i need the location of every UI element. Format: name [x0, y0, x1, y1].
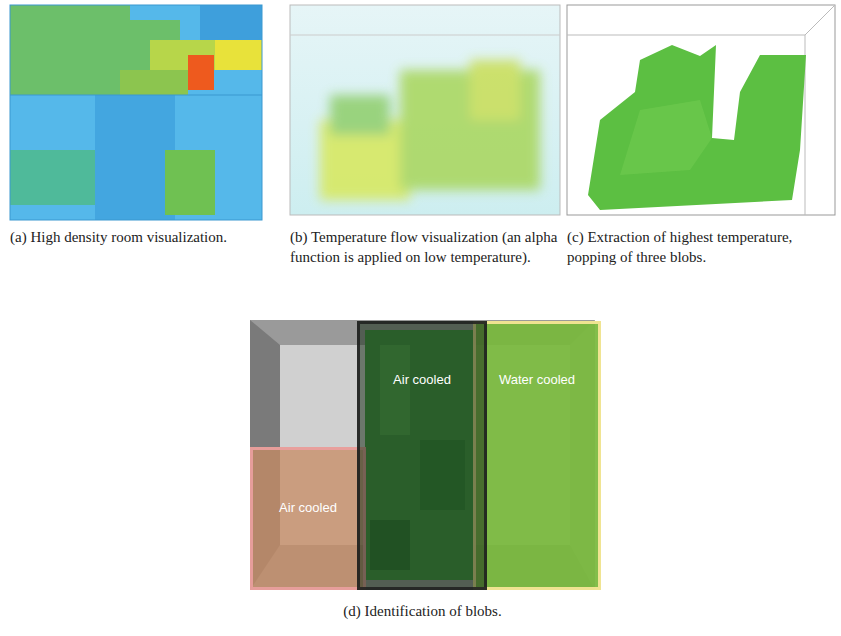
subfigure-caption: (a) High density room visualization.	[10, 228, 278, 248]
temperature-flow	[290, 5, 560, 215]
blob-region: Water cooled	[473, 321, 601, 590]
subfigure-caption: (c) Extraction of highest temperature, p…	[567, 228, 835, 267]
subfigure-caption: (b) Temperature flow visualization (an a…	[290, 228, 560, 267]
blob-region: Air cooled	[357, 321, 487, 590]
blob-extraction	[567, 5, 835, 215]
room-visualization	[10, 5, 262, 220]
subfigure-caption: (d) Identification of blobs.	[250, 602, 595, 622]
blob-label: Air cooled	[360, 372, 484, 387]
blob-label: Air cooled	[253, 500, 363, 515]
blob-label: Water cooled	[476, 372, 598, 387]
blob-region: Air cooled	[250, 447, 366, 590]
